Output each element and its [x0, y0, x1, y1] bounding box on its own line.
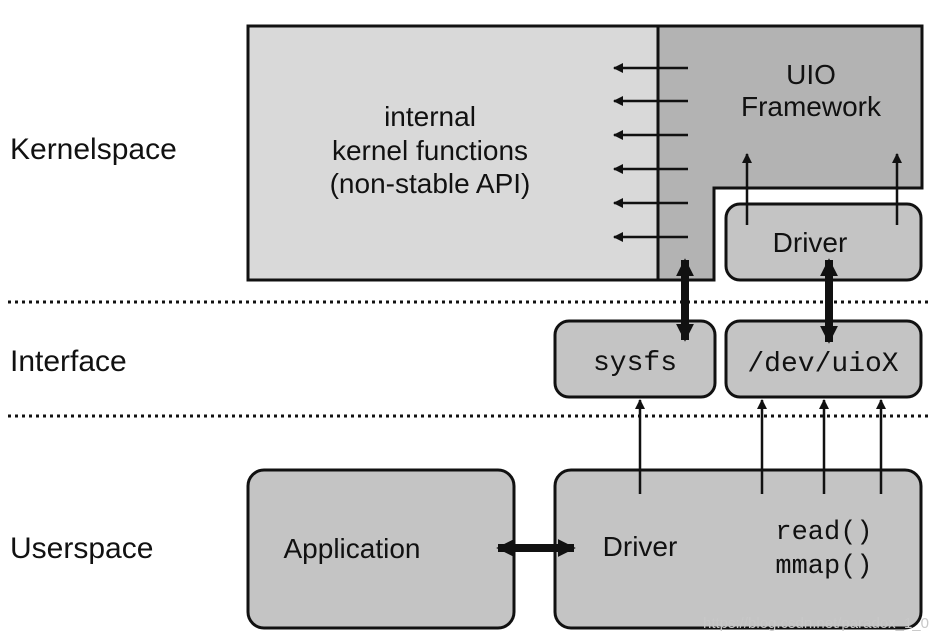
layer-label-interface: Interface [10, 345, 127, 378]
kernel-driver-label: Driver [773, 227, 848, 258]
uio-to-kernel-calls [613, 63, 688, 242]
sysfs-label: sysfs [593, 348, 677, 379]
kernel-functions-line2: kernel functions [332, 135, 528, 166]
kernel-functions-line1: internal [384, 101, 476, 132]
read-call-label: read() [775, 518, 872, 548]
application-label: Application [284, 533, 421, 564]
layer-label-userspace: Userspace [10, 532, 153, 565]
kernel-functions-line3: (non-stable API) [330, 168, 531, 199]
watermark-text: https://blog.csdn.net/paradox_1_0 [703, 615, 929, 632]
uio-framework-line1: UIO [786, 59, 836, 90]
layer-label-kernelspace: Kernelspace [10, 133, 177, 166]
dev-uiox-label: /dev/uioX [747, 349, 898, 380]
uio-framework-line2: Framework [741, 91, 882, 122]
mmap-call-label: mmap() [775, 552, 872, 582]
kernel-functions-box [246, 24, 660, 282]
uio-framework-box [656, 24, 924, 282]
sysfs-box [553, 319, 717, 399]
user-driver-label: Driver [603, 531, 678, 562]
